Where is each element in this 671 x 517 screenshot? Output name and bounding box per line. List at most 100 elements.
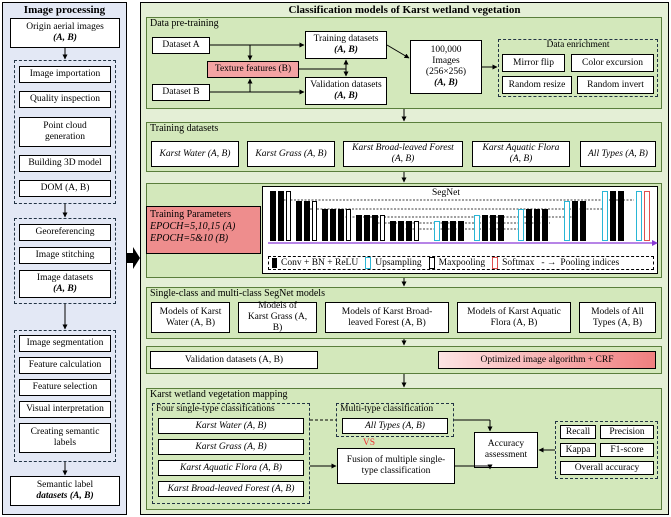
segnet-layer-pool: [414, 221, 419, 241]
train-karst-grass-box: Karst Grass (A, B): [247, 141, 335, 167]
segnet-layer-pool: [286, 191, 291, 241]
training-datasets-box: Training datasets (A, B): [305, 31, 387, 59]
color-excursion-box: Color excursion: [571, 54, 654, 72]
segnet-layer-conv: [458, 221, 464, 241]
segnet-layer-upsample: [636, 191, 642, 241]
upsampling-legend-label: Upsampling: [375, 258, 422, 268]
model-all-types-box: Models of All Types (A, B): [579, 302, 656, 333]
segnet-layer-conv: [618, 191, 624, 241]
image-segmentation-box: Image segmentation: [19, 335, 111, 352]
origin-images-box: Origin aerial images (A, B): [10, 18, 120, 48]
segnet-layer-conv: [450, 221, 456, 241]
dom-box: DOM (A, B): [19, 180, 111, 197]
segnet-layer-conv: [580, 201, 586, 241]
segnet-layer-conv: [406, 221, 412, 241]
map-all-types-box: All Types (A, B): [342, 418, 448, 434]
train-karst-aquatic-box: Karst Aquatic Flora (A, B): [472, 141, 570, 167]
random-invert-box: Random invert: [577, 76, 654, 94]
training-parameters-box: Training Parameters EPOCH=5,10,15 (A) EP…: [146, 206, 261, 254]
segnet-layer-conv: [482, 215, 488, 241]
segnet-title: SegNet: [432, 188, 460, 198]
segnet-layer-conv: [322, 209, 328, 241]
semantic-label-datasets-box: Semantic label datasets (A, B): [10, 476, 120, 506]
f1-score-box: F1-score: [600, 443, 654, 457]
segnet-layers: [262, 186, 658, 274]
accuracy-assessment-box: Accuracy assessment: [474, 432, 538, 468]
segnet-layer-pool: [312, 201, 317, 241]
single-type-title: Four single-type classifications: [156, 404, 275, 414]
random-resize-box: Random resize: [502, 76, 572, 94]
multi-type-title: Multi-type classification: [340, 404, 434, 414]
upsampling-legend-swatch: [365, 257, 372, 269]
segnet-layer-conv: [572, 201, 578, 241]
segnet-layer-conv: [270, 191, 276, 241]
processing-group-1: [14, 60, 116, 204]
maxpooling-legend-swatch: [428, 257, 435, 269]
segnet-layer-softmax: [644, 191, 650, 241]
segnet-layer-conv: [542, 209, 548, 241]
train-karst-water-box: Karst Water (A, B): [151, 141, 239, 167]
segnet-layer-conv: [490, 215, 496, 241]
single-type-group: [152, 403, 310, 504]
segnet-layer-conv: [296, 201, 302, 241]
segnet-layer-conv: [398, 221, 404, 241]
processing-group-3: [14, 330, 116, 462]
segnet-legend: Conv + BN + ReLU Upsampling Maxpooling S…: [268, 256, 654, 270]
segnet-layer-pool: [346, 209, 351, 241]
map-karst-grass-box: Karst Grass (A, B): [158, 439, 304, 455]
segnet-layer-conv: [610, 191, 616, 241]
segnet-layer-upsample: [434, 221, 440, 241]
segnet-layer-conv: [526, 209, 532, 241]
segnet-layer-pool: [380, 215, 385, 241]
train-karst-forest-box: Karst Broad-leaved Forest (A, B): [343, 141, 463, 167]
model-karst-aquatic-box: Models of Karst Aquatic Flora (A, B): [457, 302, 571, 333]
mirror-flip-box: Mirror flip: [502, 54, 565, 72]
kappa-box: Kappa: [560, 443, 596, 457]
feature-selection-box: Feature selection: [19, 379, 111, 396]
classification-title: Classification models of Karst wetland v…: [288, 4, 521, 16]
segnet-layer-conv: [364, 215, 370, 241]
dataset-a-box: Dataset A: [152, 37, 210, 54]
optimized-algorithm-box: Optimized image algorithm + CRF: [438, 351, 656, 369]
pooling-indices-legend-label: Pooling indices: [560, 258, 620, 268]
recall-box: Recall: [560, 425, 596, 439]
data-enrichment-title: Data enrichment: [546, 40, 610, 50]
softmax-legend-swatch: [492, 257, 499, 269]
segnet-layer-conv: [356, 215, 362, 241]
segnet-layer-conv: [390, 221, 396, 241]
conv-legend-swatch: [272, 258, 277, 268]
mapping-title: Karst wetland vegetation mapping: [150, 389, 288, 400]
image-datasets-box: Image datasets (A, B): [19, 270, 111, 298]
segnet-layer-conv: [534, 209, 540, 241]
processing-group-2: [14, 218, 116, 304]
visual-interpretation-box: Visual interpretation: [19, 401, 111, 418]
segnet-layer-conv: [372, 215, 378, 241]
vs-label: VS: [362, 438, 376, 448]
creating-semantic-labels-box: Creating semantic labels: [19, 423, 111, 453]
data-pretraining-title: Data pre-training: [150, 18, 219, 29]
conv-legend-label: Conv + BN + ReLU: [281, 258, 359, 268]
pooling-indices-arrow-icon: - →: [541, 258, 557, 268]
dataset-b-box: Dataset B: [152, 84, 210, 101]
models-title: Single-class and multi-class SegNet mode…: [150, 288, 325, 299]
image-stitching-box: Image stitching: [19, 247, 111, 264]
segnet-layer-conv: [338, 209, 344, 241]
segnet-layer-conv: [442, 221, 448, 241]
training-datasets-title: Training datasets: [150, 123, 219, 134]
image-processing-title: Image processing: [23, 4, 106, 16]
model-karst-grass-box: Models of Karst Grass (A, B): [238, 301, 317, 333]
metrics-group: [555, 421, 658, 479]
precision-box: Precision: [600, 425, 654, 439]
point-cloud-box: Point cloud generation: [19, 117, 111, 147]
fusion-box: Fusion of multiple single- type classifi…: [337, 448, 455, 484]
image-importation-box: Image importation: [19, 66, 111, 83]
map-karst-water-box: Karst Water (A, B): [158, 418, 304, 434]
map-karst-forest-box: Karst Broad-leaved Forest (A, B): [158, 481, 304, 497]
overall-accuracy-box: Overall accuracy: [560, 461, 654, 475]
segnet-layer-upsample: [602, 191, 608, 241]
texture-features-box: Texture features (B): [207, 61, 299, 78]
segnet-layer-upsample: [564, 201, 570, 241]
validation-datasets-row-box: Validation datasets (A, B): [150, 351, 318, 369]
segnet-layer-conv: [278, 191, 284, 241]
